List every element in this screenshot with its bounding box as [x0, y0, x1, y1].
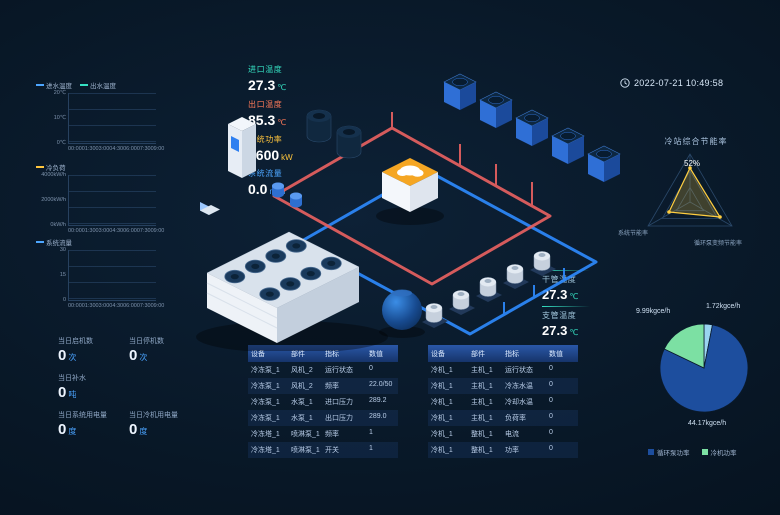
chilled-water-pipe [298, 168, 598, 336]
kpi-inlet-temperature: 进口温度 27.3℃ [248, 65, 287, 93]
chart-legend: 系统流量 [36, 237, 156, 247]
fan-array [224, 239, 342, 301]
radar-axis-right: 循环泵变频节能率 [694, 241, 743, 247]
chart-plot-area: 30 15 0 [60, 247, 156, 303]
y-axis-labels: 30 15 0 [59, 247, 66, 303]
table-header: 设备部件指标数值 [428, 345, 578, 362]
legend-marker [36, 241, 44, 243]
y-axis-labels: 20℃ 10℃ 0℃ [53, 90, 66, 146]
legend-marker [701, 449, 708, 455]
pie-label-blue: 44.17kgce/h [688, 420, 727, 427]
radar-chart [647, 153, 733, 227]
cloud-gateway [376, 158, 444, 225]
radar-series [668, 166, 722, 218]
heat-exchanger-units [306, 109, 362, 159]
legend-item: 出水温度 [80, 80, 116, 90]
legend-marker [648, 449, 654, 455]
radar-title: 冷站综合节能率 [664, 137, 728, 146]
cloud-icon [397, 165, 424, 177]
plant-diagram [196, 73, 621, 351]
buffer-tank [379, 289, 425, 338]
pie-chart [659, 323, 749, 413]
cabinet-screen [231, 136, 239, 152]
timestamp-text: 2022-07-21 10:49:58 [634, 78, 724, 88]
chart-plot-area: 20℃ 10℃ 0℃ [54, 90, 156, 146]
counter-spacer [129, 373, 190, 410]
chart-legend: 冷负荷 [36, 162, 156, 172]
pie-slice [663, 323, 705, 369]
table-header: 设备部件指标数值 [248, 345, 398, 362]
legend-marker [36, 166, 44, 168]
radar-axis-left: 系统节能率 [618, 231, 649, 237]
control-cabinet [228, 117, 256, 178]
pie-label-green: 9.99kgce/h [636, 308, 671, 315]
cooling-tower-units [443, 73, 621, 182]
legend-item: 系统流量 [36, 237, 72, 247]
legend-item: 进水温度 [36, 80, 72, 90]
radar-value-label: 52% [684, 159, 701, 168]
legend-item: 循环泵功率 [648, 447, 690, 457]
legend-marker [80, 84, 88, 86]
laptop [200, 202, 220, 215]
pie-legend: 循环泵功率 冷机功率 [648, 447, 737, 457]
legend-marker [36, 84, 44, 86]
chart-legend: 进水温度 出水温度 [36, 80, 156, 90]
chart-plot-area: 4000kW/h 2000kW/h 0kW/h [41, 172, 156, 228]
mini-pumps [272, 182, 302, 208]
chiller-unit [196, 231, 388, 351]
timestamp: 2022-07-21 10:49:58 [620, 78, 723, 88]
clock-icon [620, 78, 630, 88]
pump-units [422, 251, 556, 328]
pie-label-lightblue: 1.72kgce/h [706, 303, 741, 310]
y-axis-labels: 4000kW/h 2000kW/h 0kW/h [41, 172, 66, 228]
legend-item: 冷机功率 [701, 447, 737, 457]
legend-item: 冷负荷 [36, 162, 66, 172]
kpi-branch-pipe-temperature: 支管温度 27.3℃ [542, 306, 590, 338]
